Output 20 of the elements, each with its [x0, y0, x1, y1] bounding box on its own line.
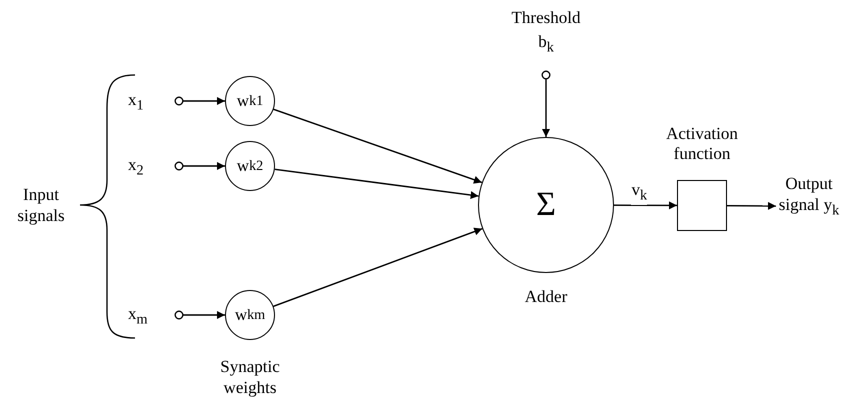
group-label: Input signals [16, 184, 66, 226]
bias-label: b$_{k}$ [537, 32, 555, 58]
arrow [183, 162, 225, 170]
arrow [273, 228, 482, 307]
output-label: Output signal y$_{k}$ [778, 173, 840, 222]
input-label: x$_{1}$ [128, 90, 144, 116]
node-heading: Threshold [510, 8, 582, 28]
arrow [274, 168, 479, 200]
input-label: x$_{2}$ [128, 155, 144, 180]
arrow [273, 108, 482, 184]
arrow [542, 79, 550, 137]
node-label: Activation function [665, 124, 739, 164]
arrow [183, 97, 225, 105]
arrow [183, 311, 225, 319]
arrow [727, 202, 776, 210]
input-label: x$_{m}$ [128, 304, 148, 330]
arrow [614, 201, 677, 210]
summing-circle: Σ [478, 137, 614, 273]
caption-label: Synaptic weights [219, 356, 281, 398]
node-label: Adder [524, 287, 568, 307]
